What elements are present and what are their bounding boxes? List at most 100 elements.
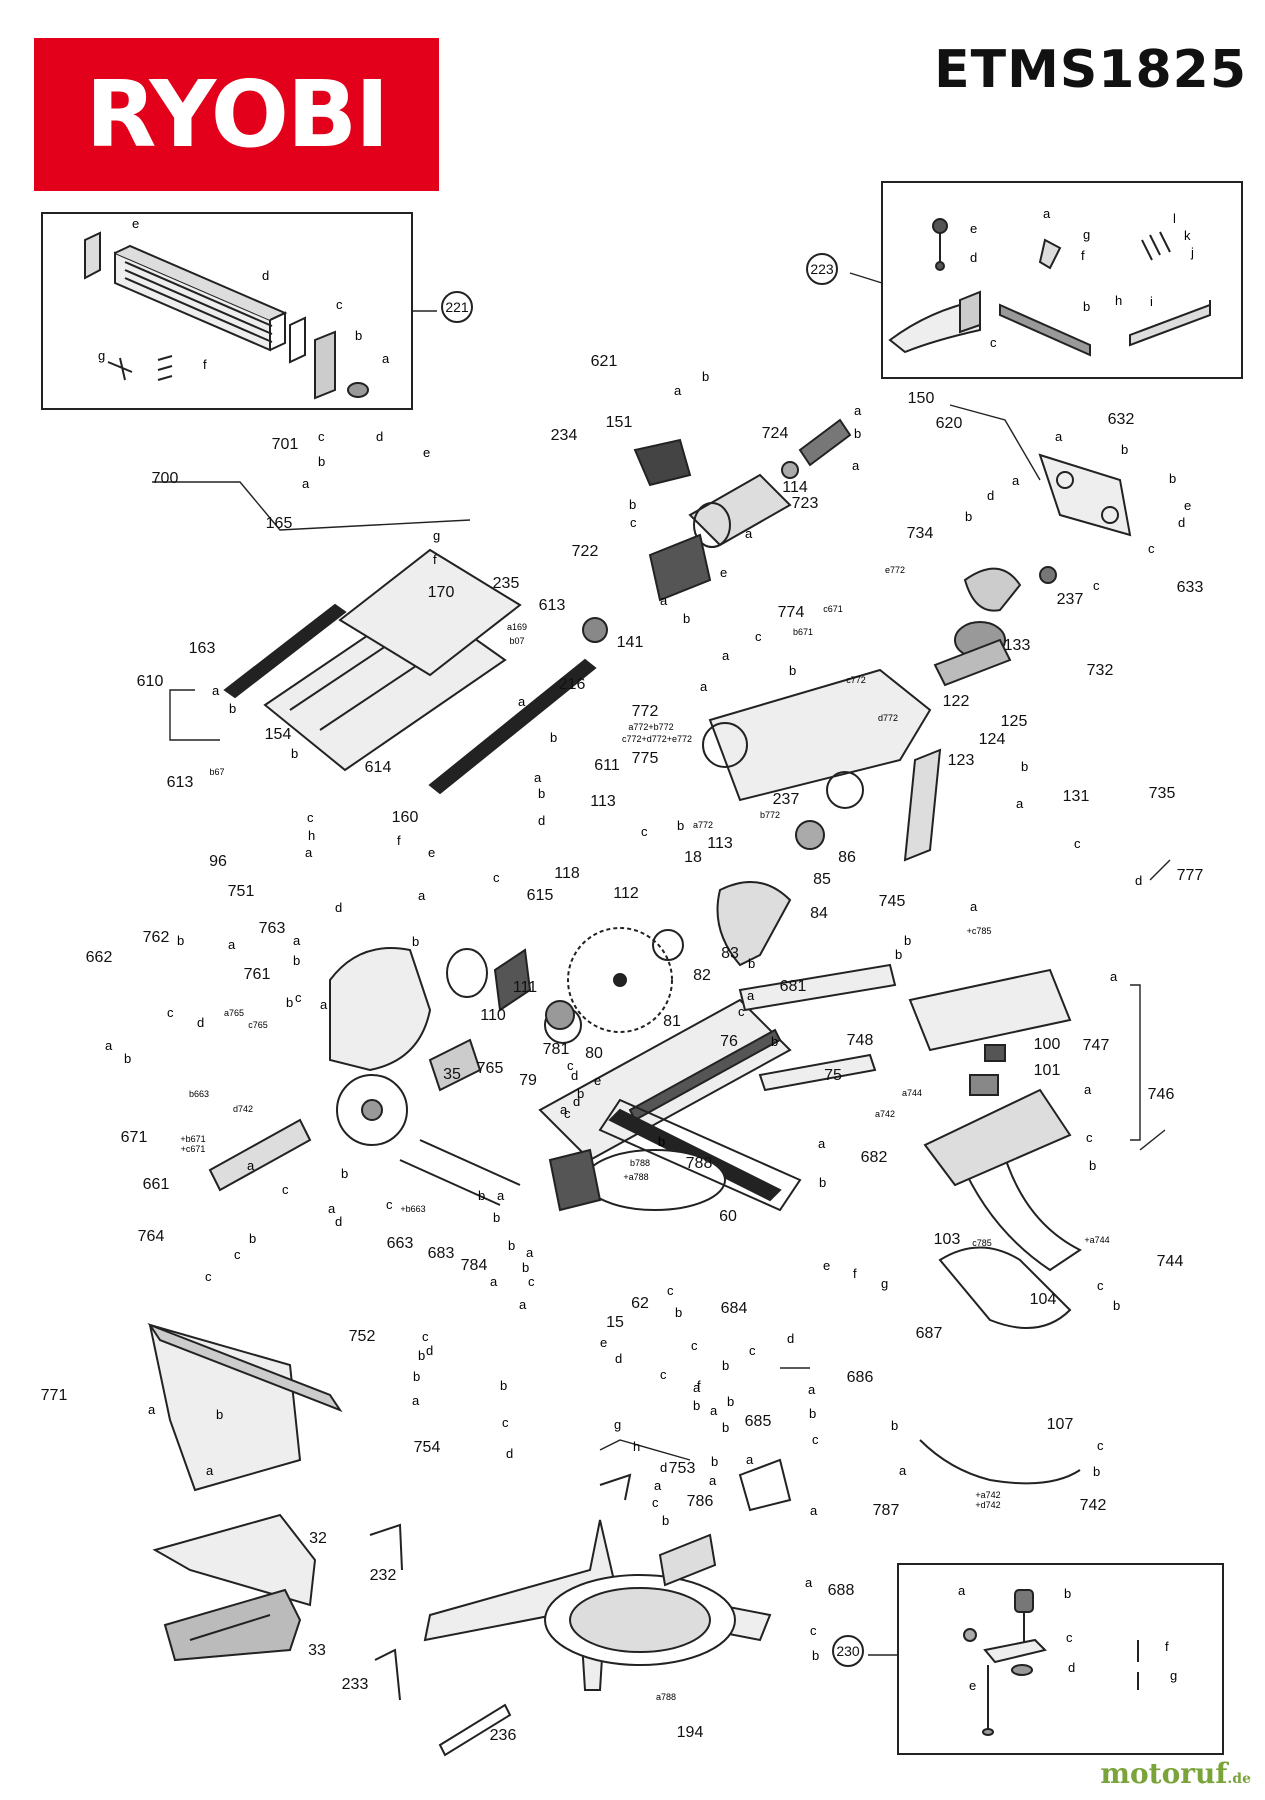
callout-700: 700 [152, 470, 179, 487]
callout-123: 123 [948, 752, 975, 769]
letter-tag: b [658, 1134, 665, 1149]
letter-tag: f [397, 833, 401, 848]
callout-216: 216 [559, 676, 586, 693]
sub-label-a765: a765 [224, 1008, 244, 1018]
callout-775: 775 [632, 750, 659, 767]
letter-tag: a [228, 937, 236, 952]
letter-tag: c [567, 1058, 574, 1073]
letter-tag: d [506, 1446, 513, 1461]
miter-fence-assembly [888, 218, 1211, 357]
letter-tag: b [341, 1166, 348, 1181]
letter-tag: b [493, 1210, 500, 1225]
letter-tag: b [722, 1420, 729, 1435]
letter-tag: c [528, 1274, 535, 1289]
letter-tag: b [229, 701, 236, 716]
callout-681: 681 [780, 978, 807, 995]
callout-687: 687 [916, 1325, 943, 1342]
sub-label-a744: a744 [902, 1088, 922, 1098]
letter-tag: b [124, 1051, 131, 1066]
letter-tag: c [502, 1415, 509, 1430]
letter-tag: d [335, 900, 342, 915]
callout-722: 722 [572, 543, 599, 560]
sub-label-a772b772: a772+b772 [628, 722, 673, 732]
callout-18: 18 [684, 849, 702, 866]
callout-771: 771 [41, 1387, 68, 1404]
letter-tag: e [600, 1335, 607, 1350]
sub-label-plus_a744: +a744 [1084, 1235, 1109, 1245]
callout-701: 701 [272, 436, 299, 453]
letter-tag: f [1081, 248, 1085, 263]
letter-tag: f [697, 1378, 701, 1393]
callout-150: 150 [908, 390, 935, 407]
callout-81: 81 [663, 1013, 681, 1030]
letter-tag: b [1169, 471, 1176, 486]
letter-tag: a [745, 526, 753, 541]
callout-62: 62 [631, 1295, 649, 1312]
letter-tag: b [286, 995, 293, 1010]
watermark: motoruf.de [1100, 1757, 1251, 1790]
letter-tag: c [386, 1197, 393, 1212]
letter-tag: b [711, 1454, 718, 1469]
letter-tag: b [1089, 1158, 1096, 1173]
letter-tag: b [522, 1260, 529, 1275]
letter-tag: b [418, 1348, 425, 1363]
letter-tag: b [702, 369, 709, 384]
letter-tag: a [958, 1583, 966, 1598]
letter-tag: b [177, 933, 184, 948]
letter-tag: j [1190, 245, 1194, 260]
callout-761: 761 [244, 966, 271, 983]
letter-tag: a [1012, 473, 1020, 488]
letter-tag: g [98, 348, 105, 363]
letter-tag: b [727, 1394, 734, 1409]
letter-tag: c [295, 990, 302, 1005]
letter-tag: a [320, 997, 328, 1012]
sub-label-plus_b671_c671: +c671 [181, 1144, 206, 1154]
callout-113: 113 [590, 793, 616, 810]
letter-tag: b [819, 1175, 826, 1190]
letter-tag: b [965, 509, 972, 524]
bevel-arm-housing [208, 947, 602, 1212]
letter-tag: c [810, 1623, 817, 1638]
sub-label-plus_a742_d742: +a742 [975, 1490, 1000, 1500]
letter-tag: e [428, 845, 435, 860]
callout-84: 84 [810, 905, 828, 922]
letter-tag: b [629, 497, 636, 512]
leader-lines [152, 272, 1171, 1656]
callout-131: 131 [1063, 788, 1090, 805]
letter-tag: a [247, 1158, 255, 1173]
callout-83: 83 [721, 945, 739, 962]
callout-724: 724 [762, 425, 789, 442]
letter-tag: b [1083, 299, 1090, 314]
letter-tag: d [787, 1331, 794, 1346]
letter-tag: b [891, 1418, 898, 1433]
letter-tag: b [1093, 1464, 1100, 1479]
callout-79: 79 [519, 1072, 537, 1089]
sub-label-c765: c765 [248, 1020, 268, 1030]
callout-labels: 2212232306211506201517241147236326337007… [41, 253, 1203, 1744]
letter-tag: d [660, 1460, 667, 1475]
letter-tag: b [318, 454, 325, 469]
letter-tag: f [853, 1266, 857, 1281]
callout-772: 772 [632, 703, 659, 720]
callout-15: 15 [606, 1314, 624, 1331]
letter-tag: b [355, 328, 362, 343]
letter-tag: b [789, 663, 796, 678]
letter-tag: b [1064, 1586, 1071, 1601]
callout-112: 112 [613, 885, 639, 902]
callout-762: 762 [143, 929, 170, 946]
callout-786: 786 [687, 1493, 714, 1510]
sub-label-a788: a788 [656, 1692, 676, 1702]
callout-76: 76 [720, 1033, 738, 1050]
callout-746: 746 [1148, 1086, 1175, 1103]
callout-764: 764 [138, 1228, 165, 1245]
callout-32: 32 [309, 1530, 327, 1547]
callout-125: 125 [1001, 713, 1028, 730]
callout-103: 103 [934, 1231, 961, 1248]
letter-tag: e [132, 216, 139, 231]
letter-tag: e [720, 565, 727, 580]
callout-82: 82 [693, 967, 711, 984]
letter-tag: k [1184, 228, 1191, 243]
callout-744: 744 [1157, 1253, 1184, 1270]
letter-tag: a [852, 458, 860, 473]
